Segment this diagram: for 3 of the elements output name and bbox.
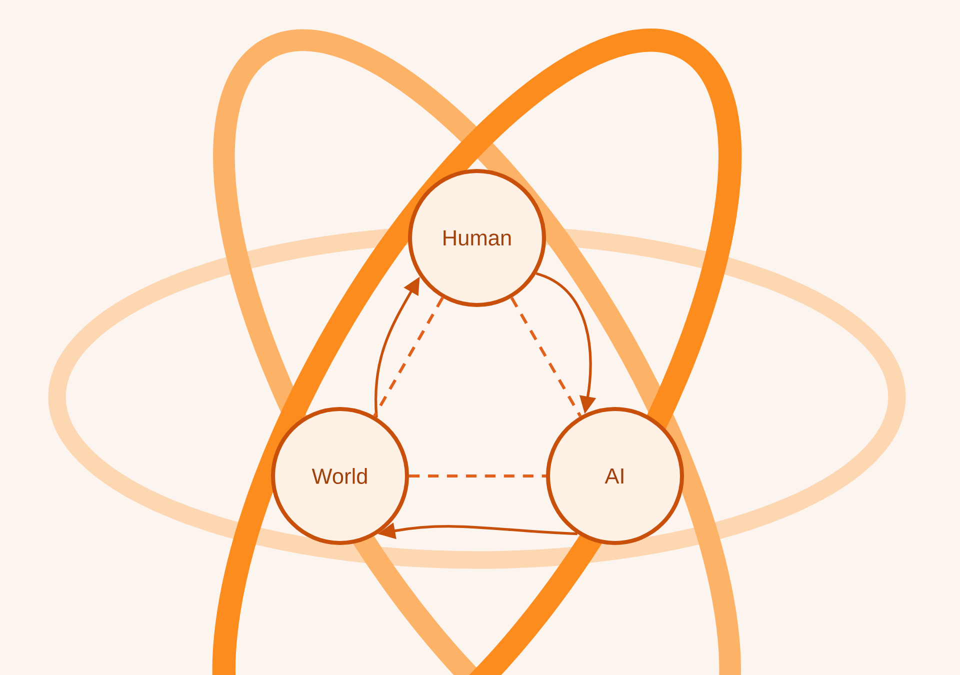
dashed-line [409,474,546,478]
dashed-line [373,297,444,417]
dashed-line [510,296,582,418]
